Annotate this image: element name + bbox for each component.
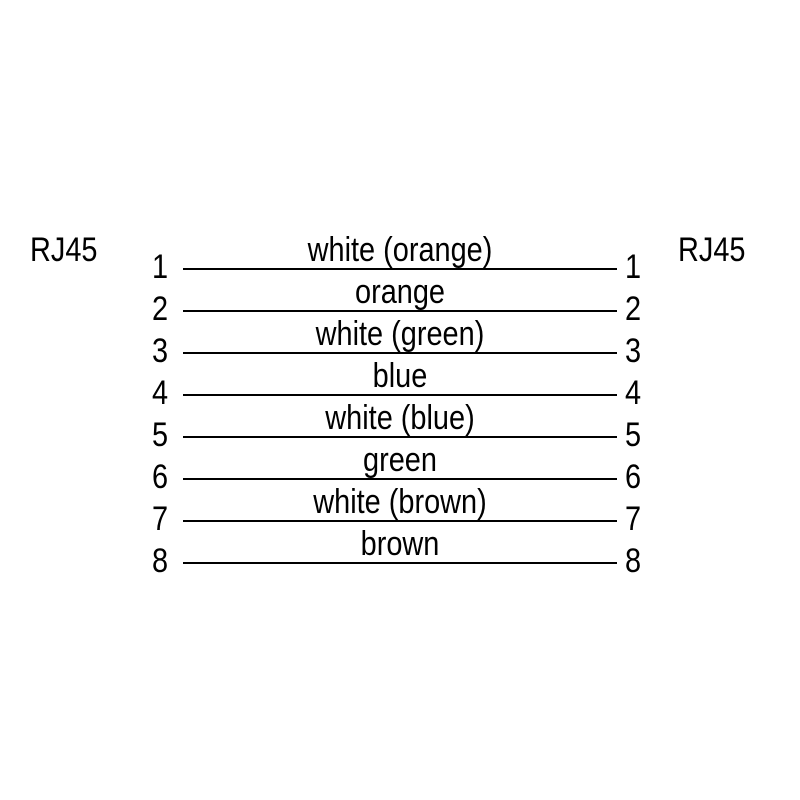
wire-color-label: white (brown) (313, 483, 487, 521)
right-pin-number: 8 (625, 542, 642, 580)
right-pin-number: 2 (625, 290, 642, 328)
wire-line (183, 268, 617, 270)
wire-color-label: white (green) (315, 315, 485, 353)
wire-line (183, 436, 617, 438)
right-pin-number: 7 (625, 500, 642, 538)
wire-line (183, 520, 617, 522)
right-pin-number: 6 (625, 458, 642, 496)
wire-color-label: white (orange) (307, 231, 493, 269)
wire-line (183, 310, 617, 312)
right-connector-label: RJ45 (678, 231, 746, 269)
wire-color-label: green (363, 441, 437, 479)
wire-line (183, 478, 617, 480)
wire-color-label: white (blue) (325, 399, 475, 437)
left-connector-label: RJ45 (30, 231, 98, 269)
wire-line (183, 394, 617, 396)
wire-color-label: orange (355, 273, 445, 311)
wire-color-label: brown (360, 525, 440, 563)
left-pin-number: 6 (152, 458, 169, 496)
wire-line (183, 562, 617, 564)
left-pin-number: 3 (152, 332, 169, 370)
right-pin-number: 1 (625, 248, 642, 286)
left-pin-number: 7 (152, 500, 169, 538)
left-pin-number: 4 (152, 374, 169, 412)
right-pin-number: 4 (625, 374, 642, 412)
left-pin-number: 8 (152, 542, 169, 580)
left-pin-number: 2 (152, 290, 169, 328)
wire-color-label: blue (372, 357, 428, 395)
right-pin-number: 5 (625, 416, 642, 454)
right-pin-number: 3 (625, 332, 642, 370)
left-pin-number: 5 (152, 416, 169, 454)
left-pin-number: 1 (152, 248, 169, 286)
wire-line (183, 352, 617, 354)
